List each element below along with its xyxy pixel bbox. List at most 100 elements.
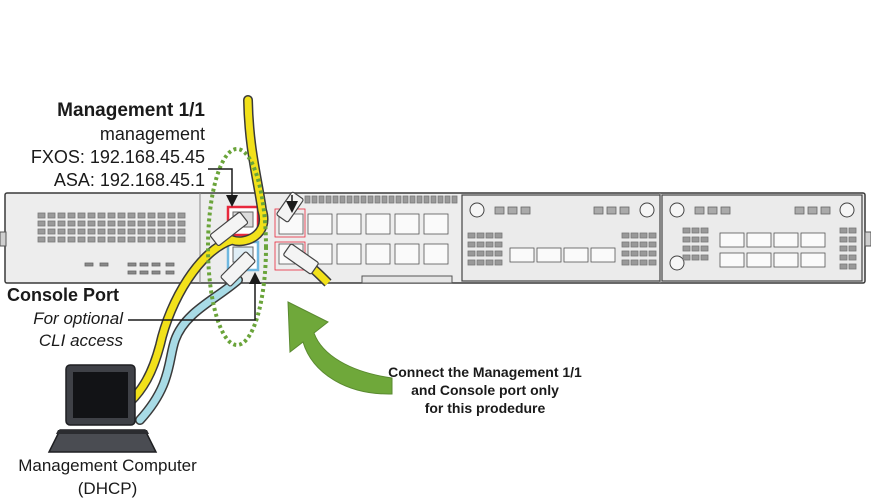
rj45-port [365, 213, 391, 235]
console-note-line-1: For optional [33, 309, 123, 328]
console-plug [220, 251, 256, 287]
port-led [630, 241, 639, 248]
vent-slot [137, 236, 146, 243]
vent-slot [409, 195, 416, 204]
vent-slot [77, 220, 86, 227]
status-led [139, 270, 149, 275]
port-led [467, 241, 476, 248]
vent-slot [402, 195, 409, 204]
callout-arrow [287, 301, 393, 395]
screw [669, 255, 685, 271]
port-led [848, 227, 857, 234]
status-led [165, 262, 175, 267]
port-led [848, 245, 857, 252]
vent-slot [57, 236, 66, 243]
screw [669, 202, 685, 218]
vent-slot [167, 236, 176, 243]
module-led [619, 206, 630, 215]
module-led [694, 206, 705, 215]
callout-text: Connect the Management 1/1 and Console p… [360, 363, 610, 417]
vent-slot [117, 212, 126, 219]
console-note-line-2: CLI access [38, 331, 123, 350]
vent-slot [37, 228, 46, 235]
vent-slot [167, 220, 176, 227]
vent-slot [127, 228, 136, 235]
port-led [700, 254, 709, 261]
module-details [467, 202, 857, 271]
rj45-port [336, 213, 362, 235]
status-led [139, 262, 149, 267]
screw [639, 202, 655, 218]
module-led [794, 206, 805, 215]
vent-slot [77, 212, 86, 219]
status-led [84, 262, 94, 267]
vent-slot [311, 195, 318, 204]
vent-slot [107, 236, 116, 243]
bottom-label-tab [361, 275, 453, 284]
sfp-port [800, 252, 826, 268]
vent-slot [37, 212, 46, 219]
vent-slot [47, 236, 56, 243]
module-led [720, 206, 731, 215]
module-led [820, 206, 831, 215]
vent-slot [147, 220, 156, 227]
vent-slot [177, 220, 186, 227]
vent-slot [381, 195, 388, 204]
vent-slot [395, 195, 402, 204]
computer-dhcp-label: (DHCP) [77, 479, 138, 498]
vent-slot [97, 212, 106, 219]
module-led [507, 206, 518, 215]
rj45-port [365, 243, 391, 265]
rj45-port [307, 213, 333, 235]
vent-slot [67, 236, 76, 243]
port-led [621, 259, 630, 266]
vent-slot [97, 236, 106, 243]
port-led [839, 263, 848, 270]
module-led [606, 206, 617, 215]
port-led [848, 254, 857, 261]
port-led [639, 250, 648, 257]
vent-slot [137, 228, 146, 235]
console-port-title: Console Port [7, 285, 120, 305]
vent-slot [57, 212, 66, 219]
callout-line-2: and Console port only [411, 382, 559, 398]
vent-slot [37, 220, 46, 227]
port-led [494, 232, 503, 239]
status-led [127, 270, 137, 275]
sfp-port [800, 232, 826, 248]
port-led [691, 254, 700, 261]
vent-slot [47, 212, 56, 219]
port-led [476, 241, 485, 248]
vent-slot [47, 228, 56, 235]
sfp-port [719, 232, 745, 248]
port-led [494, 241, 503, 248]
vent-slot [127, 212, 136, 219]
status-led [127, 262, 137, 267]
status-led [151, 262, 161, 267]
port-led [476, 232, 485, 239]
port-led [467, 250, 476, 257]
vent-slot [177, 212, 186, 219]
rj45-port [423, 243, 449, 265]
vent-slot [67, 228, 76, 235]
vent-slot [157, 220, 166, 227]
asa-ip-address: ASA: 192.168.45.1 [53, 170, 205, 190]
vent-grille [37, 212, 186, 243]
port-led [467, 232, 476, 239]
port-led [839, 245, 848, 252]
vent-slot [157, 212, 166, 219]
rj45-port [394, 213, 420, 235]
screw [469, 202, 485, 218]
port-led [691, 236, 700, 243]
vent-slot [332, 195, 339, 204]
status-leds [84, 262, 175, 275]
vent-slot [97, 228, 106, 235]
vent-slot [177, 228, 186, 235]
vent-slot [87, 228, 96, 235]
vent-slot [304, 195, 311, 204]
port-led [630, 250, 639, 257]
vent-slot [167, 212, 176, 219]
sfp-port [746, 252, 772, 268]
vent-slot [416, 195, 423, 204]
fxos-ip-address: FXOS: 192.168.45.45 [30, 147, 205, 167]
